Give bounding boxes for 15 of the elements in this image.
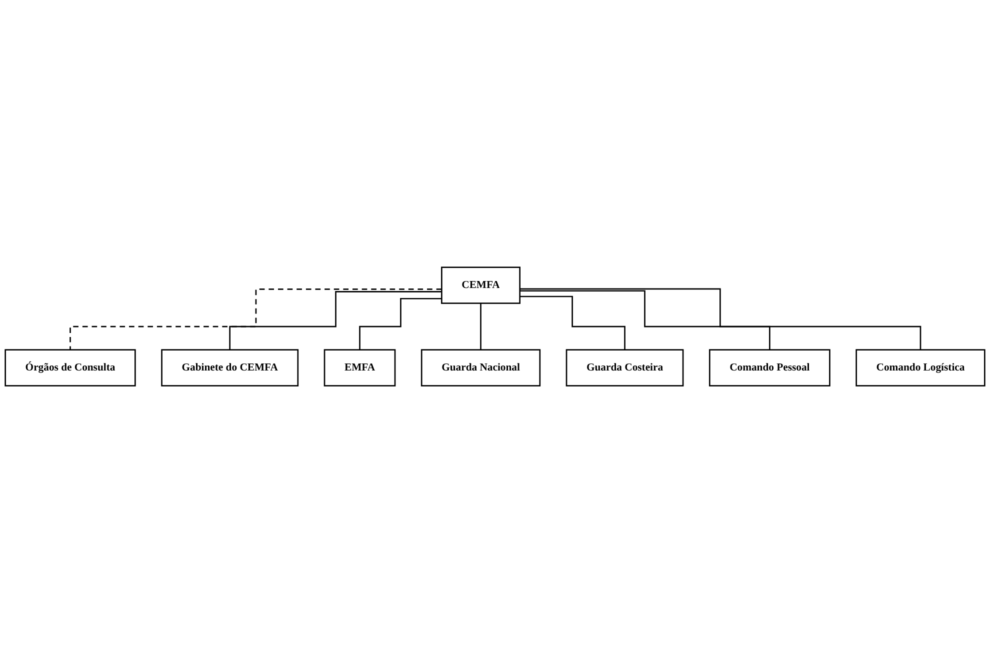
connector [229,292,442,351]
node-box: Comando Logística [856,350,986,387]
connector [520,288,922,351]
node-box: EMFA [324,350,396,387]
connector [520,290,770,351]
node-box: Guarda Costeira [566,350,684,387]
connector [480,303,482,351]
node-box: Comando Pessoal [708,350,830,387]
node-box: Guarda Nacional [420,350,541,387]
node-box: Gabinete do CEMFA [161,350,299,387]
connector [520,296,626,351]
node-box: Órgãos de Consulta [4,350,136,387]
node-box: CEMFA [441,267,520,304]
connector [70,289,442,351]
connector [359,298,442,351]
